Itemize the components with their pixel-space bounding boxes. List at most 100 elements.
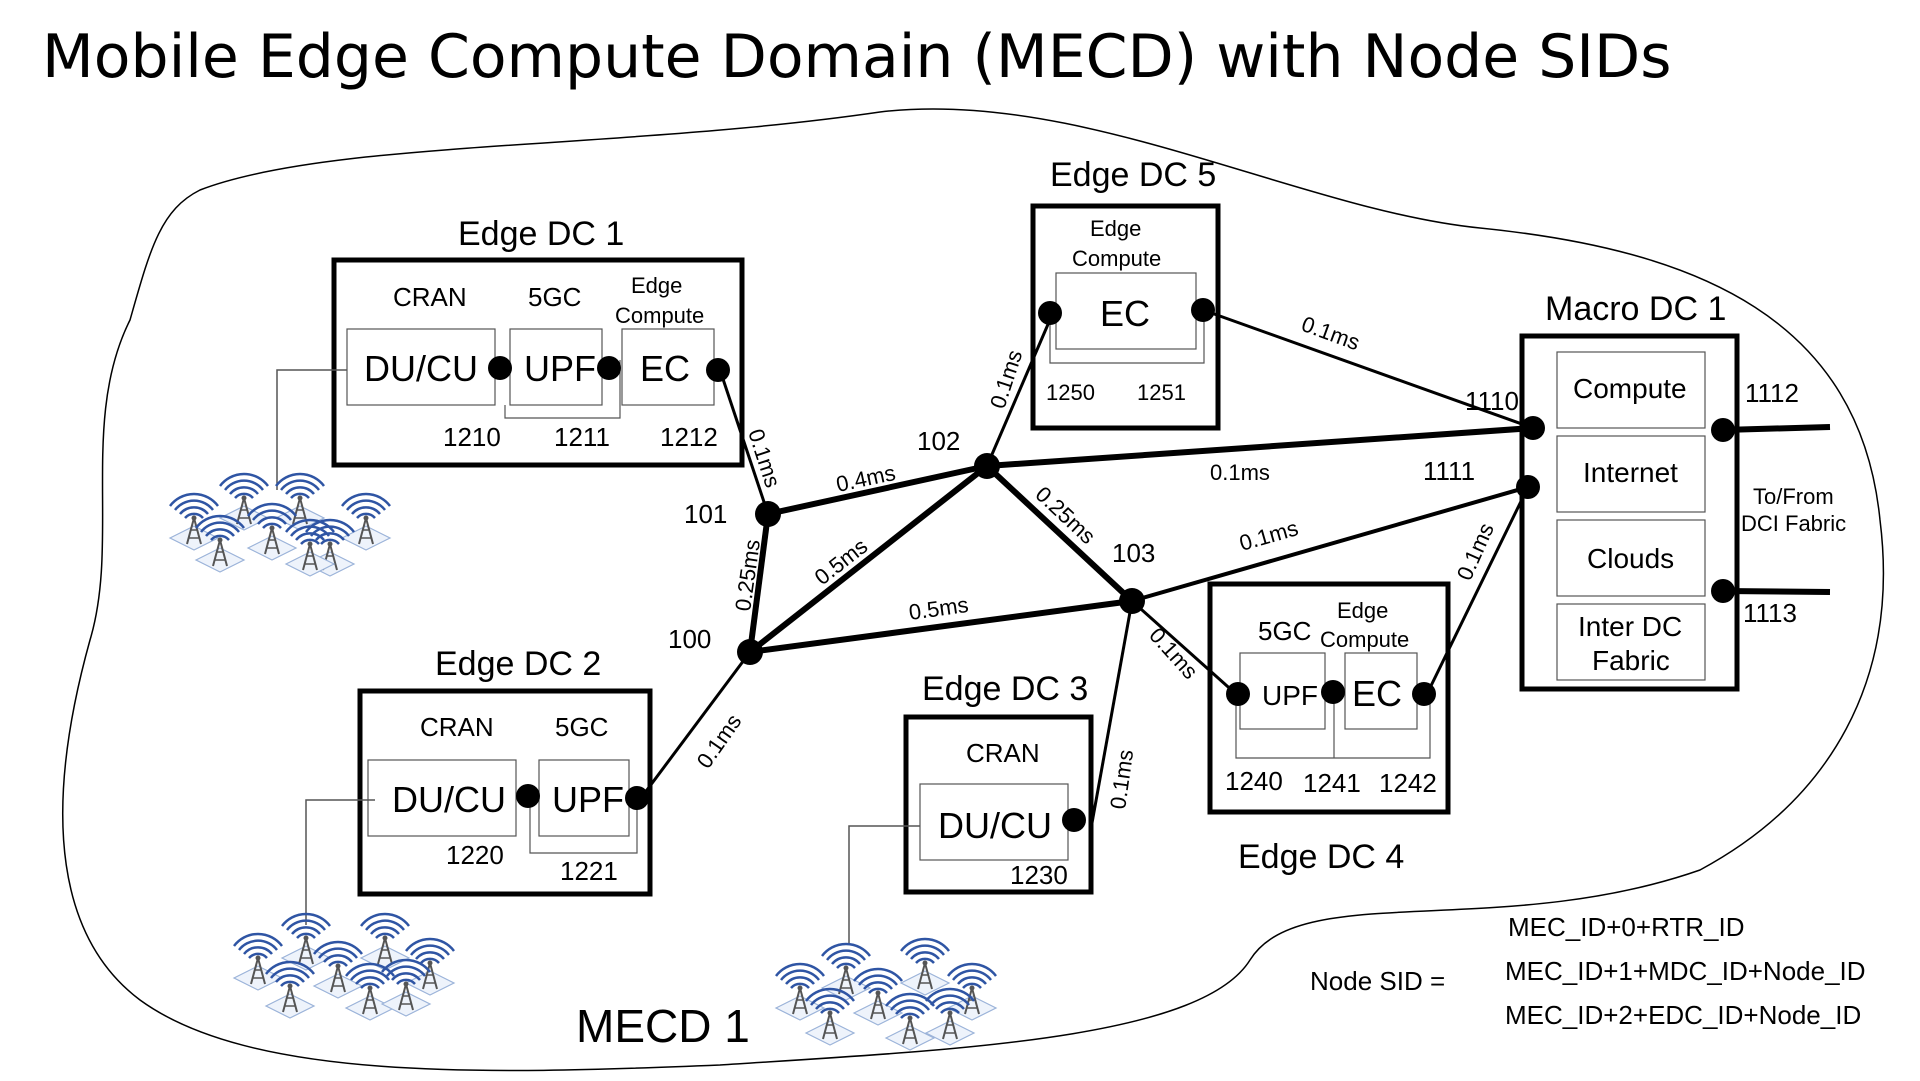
link-102-103: [984, 463, 1135, 604]
latency-102-macro: 0.1ms: [1210, 460, 1270, 485]
node-1220: [516, 784, 540, 808]
sid-1251: 1251: [1137, 380, 1186, 405]
node-1221: [625, 786, 649, 810]
node-1241: [1321, 680, 1345, 704]
links: [639, 308, 1831, 824]
legend-line3: MEC_ID+2+EDC_ID+Node_ID: [1505, 1000, 1861, 1030]
sid-1230: 1230: [1010, 860, 1068, 890]
macro-compute: Compute: [1573, 373, 1687, 404]
node-1113: [1711, 579, 1735, 603]
link-dci-1112: [1722, 424, 1831, 433]
edge-dc2-5gc-label: 5GC: [555, 712, 608, 742]
router-100: [737, 639, 763, 665]
edge-dc3-box: [903, 714, 1094, 895]
edge-dc3-ran-feed: [848, 825, 920, 945]
node-1210: [488, 356, 512, 380]
sid-1210: 1210: [443, 422, 501, 452]
node-1242: [1412, 682, 1436, 706]
edge-dc2: Edge DC 2 CRAN 5GC DU/CU UPF 1220 1221: [305, 645, 653, 925]
legend-label: Node SID =: [1310, 966, 1445, 996]
sid-1211: 1211: [554, 422, 610, 452]
edge-dc4-edge-label: Edge: [1337, 598, 1388, 623]
latency-101-100: 0.25ms: [730, 538, 765, 613]
edge-dc5-bracket: [1049, 310, 1205, 364]
link-100-102: [748, 463, 989, 655]
node-1110: [1521, 416, 1545, 440]
sid-1242: 1242: [1379, 768, 1437, 798]
edge-dc1-edge-label: Edge: [631, 273, 682, 298]
sid-1212: 1212: [660, 422, 718, 452]
edge-dc4-bracket: [1235, 700, 1431, 759]
node-1112: [1711, 418, 1735, 442]
macro-internet-box: [1556, 435, 1706, 513]
routers: 100 101 102 103: [668, 426, 1155, 665]
link-103-dc4: [1131, 599, 1237, 696]
link-dc4-macro: [1425, 486, 1530, 695]
edge-dc1-title: Edge DC 1: [458, 215, 624, 253]
ran-cluster-dc1: [168, 472, 392, 578]
macro-clouds-box: [1556, 519, 1706, 597]
node-1230: [1062, 808, 1086, 832]
legend-line1: MEC_ID+0+RTR_ID: [1508, 912, 1745, 942]
edge-dc3-ducu: DU/CU: [938, 805, 1052, 846]
edge-dc1-5gc-label: 5GC: [528, 282, 581, 312]
edge-dc5: Edge DC 5 Edge Compute EC 1250 1251: [1030, 156, 1221, 431]
edge-dc5-title: Edge DC 5: [1050, 156, 1216, 194]
edge-dc1-ran-feed: [276, 369, 347, 490]
edge-dc5-ec: EC: [1100, 293, 1150, 334]
node-1250: [1038, 301, 1062, 325]
legend-line2: MEC_ID+1+MDC_ID+Node_ID: [1505, 956, 1866, 986]
sid-1221: 1221: [560, 856, 618, 886]
latency-100-103: 0.5ms: [907, 592, 970, 625]
edge-dc4-title: Edge DC 4: [1238, 838, 1404, 876]
edge-dc1-compute-label-2: Compute: [615, 303, 704, 328]
link-100-dc2: [639, 651, 752, 799]
mecd-label: MECD 1: [576, 1000, 750, 1052]
edge-dc2-ducu-box: [367, 759, 517, 837]
dci-label-line1: To/From: [1753, 484, 1834, 509]
link-103-macro: [1131, 485, 1529, 603]
edge-dc4-compute-label: Compute: [1320, 627, 1409, 652]
router-101: [755, 501, 781, 527]
edge-dc4-upf: UPF: [1262, 680, 1318, 711]
edge-dc2-ducu: DU/CU: [392, 779, 506, 820]
link-102-dc5: [985, 314, 1054, 467]
macro-dc1-box: [1519, 333, 1740, 692]
latency-labels: 0.1ms 0.4ms 0.25ms 0.5ms 0.5ms 0.1ms 0.1…: [692, 311, 1499, 810]
node-1111: [1516, 475, 1540, 499]
macro-dc1: Macro DC 1 Compute Internet Clouds Inter…: [1423, 290, 1846, 692]
router-103: [1119, 588, 1145, 614]
macro-interdc-box: [1556, 603, 1706, 681]
edge-dc3-cran-label: CRAN: [966, 738, 1040, 768]
router-103-label: 103: [1112, 538, 1155, 568]
dci-label-line2: DCI Fabric: [1741, 511, 1846, 536]
latency-102-dc5: 0.1ms: [985, 347, 1027, 412]
sid-1110: 1110: [1465, 386, 1519, 416]
sid-1250: 1250: [1046, 380, 1095, 405]
edge-dc4-5gc-label: 5GC: [1258, 616, 1311, 646]
sid-1241: 1241: [1303, 768, 1361, 798]
edge-dc4-box: [1207, 581, 1451, 815]
ran-cluster-dc3: [774, 937, 998, 1052]
node-sid-legend: Node SID = MEC_ID+0+RTR_ID MEC_ID+1+MDC_…: [1310, 912, 1866, 1030]
router-102-label: 102: [917, 426, 960, 456]
edge-dc2-cran-label: CRAN: [420, 712, 494, 742]
macro-interdc-line1: Inter DC: [1578, 611, 1682, 642]
edge-dc1-box: [331, 257, 745, 468]
latency-103-dc4: 0.1ms: [1144, 623, 1203, 684]
sid-1220: 1220: [446, 840, 504, 870]
edge-dc4-ec: EC: [1352, 673, 1402, 714]
edge-dc3: Edge DC 3 CRAN DU/CU 1230: [848, 670, 1094, 945]
link-103-dc3: [1090, 600, 1134, 824]
edge-dc2-title: Edge DC 2: [435, 645, 601, 683]
edge-dc2-ran-feed: [305, 799, 375, 925]
diagram-title: Mobile Edge Compute Domain (MECD) with N…: [42, 22, 1672, 92]
mecd-cloud-outline: [62, 108, 1884, 1072]
edge-dc1-ducu: DU/CU: [364, 348, 478, 389]
node-1212: [706, 358, 730, 382]
ran-cluster-dc2: [232, 912, 456, 1022]
node-1240: [1226, 682, 1250, 706]
link-dci-1113: [1722, 588, 1831, 595]
edge-dc1-upf-bracket: [504, 360, 621, 419]
